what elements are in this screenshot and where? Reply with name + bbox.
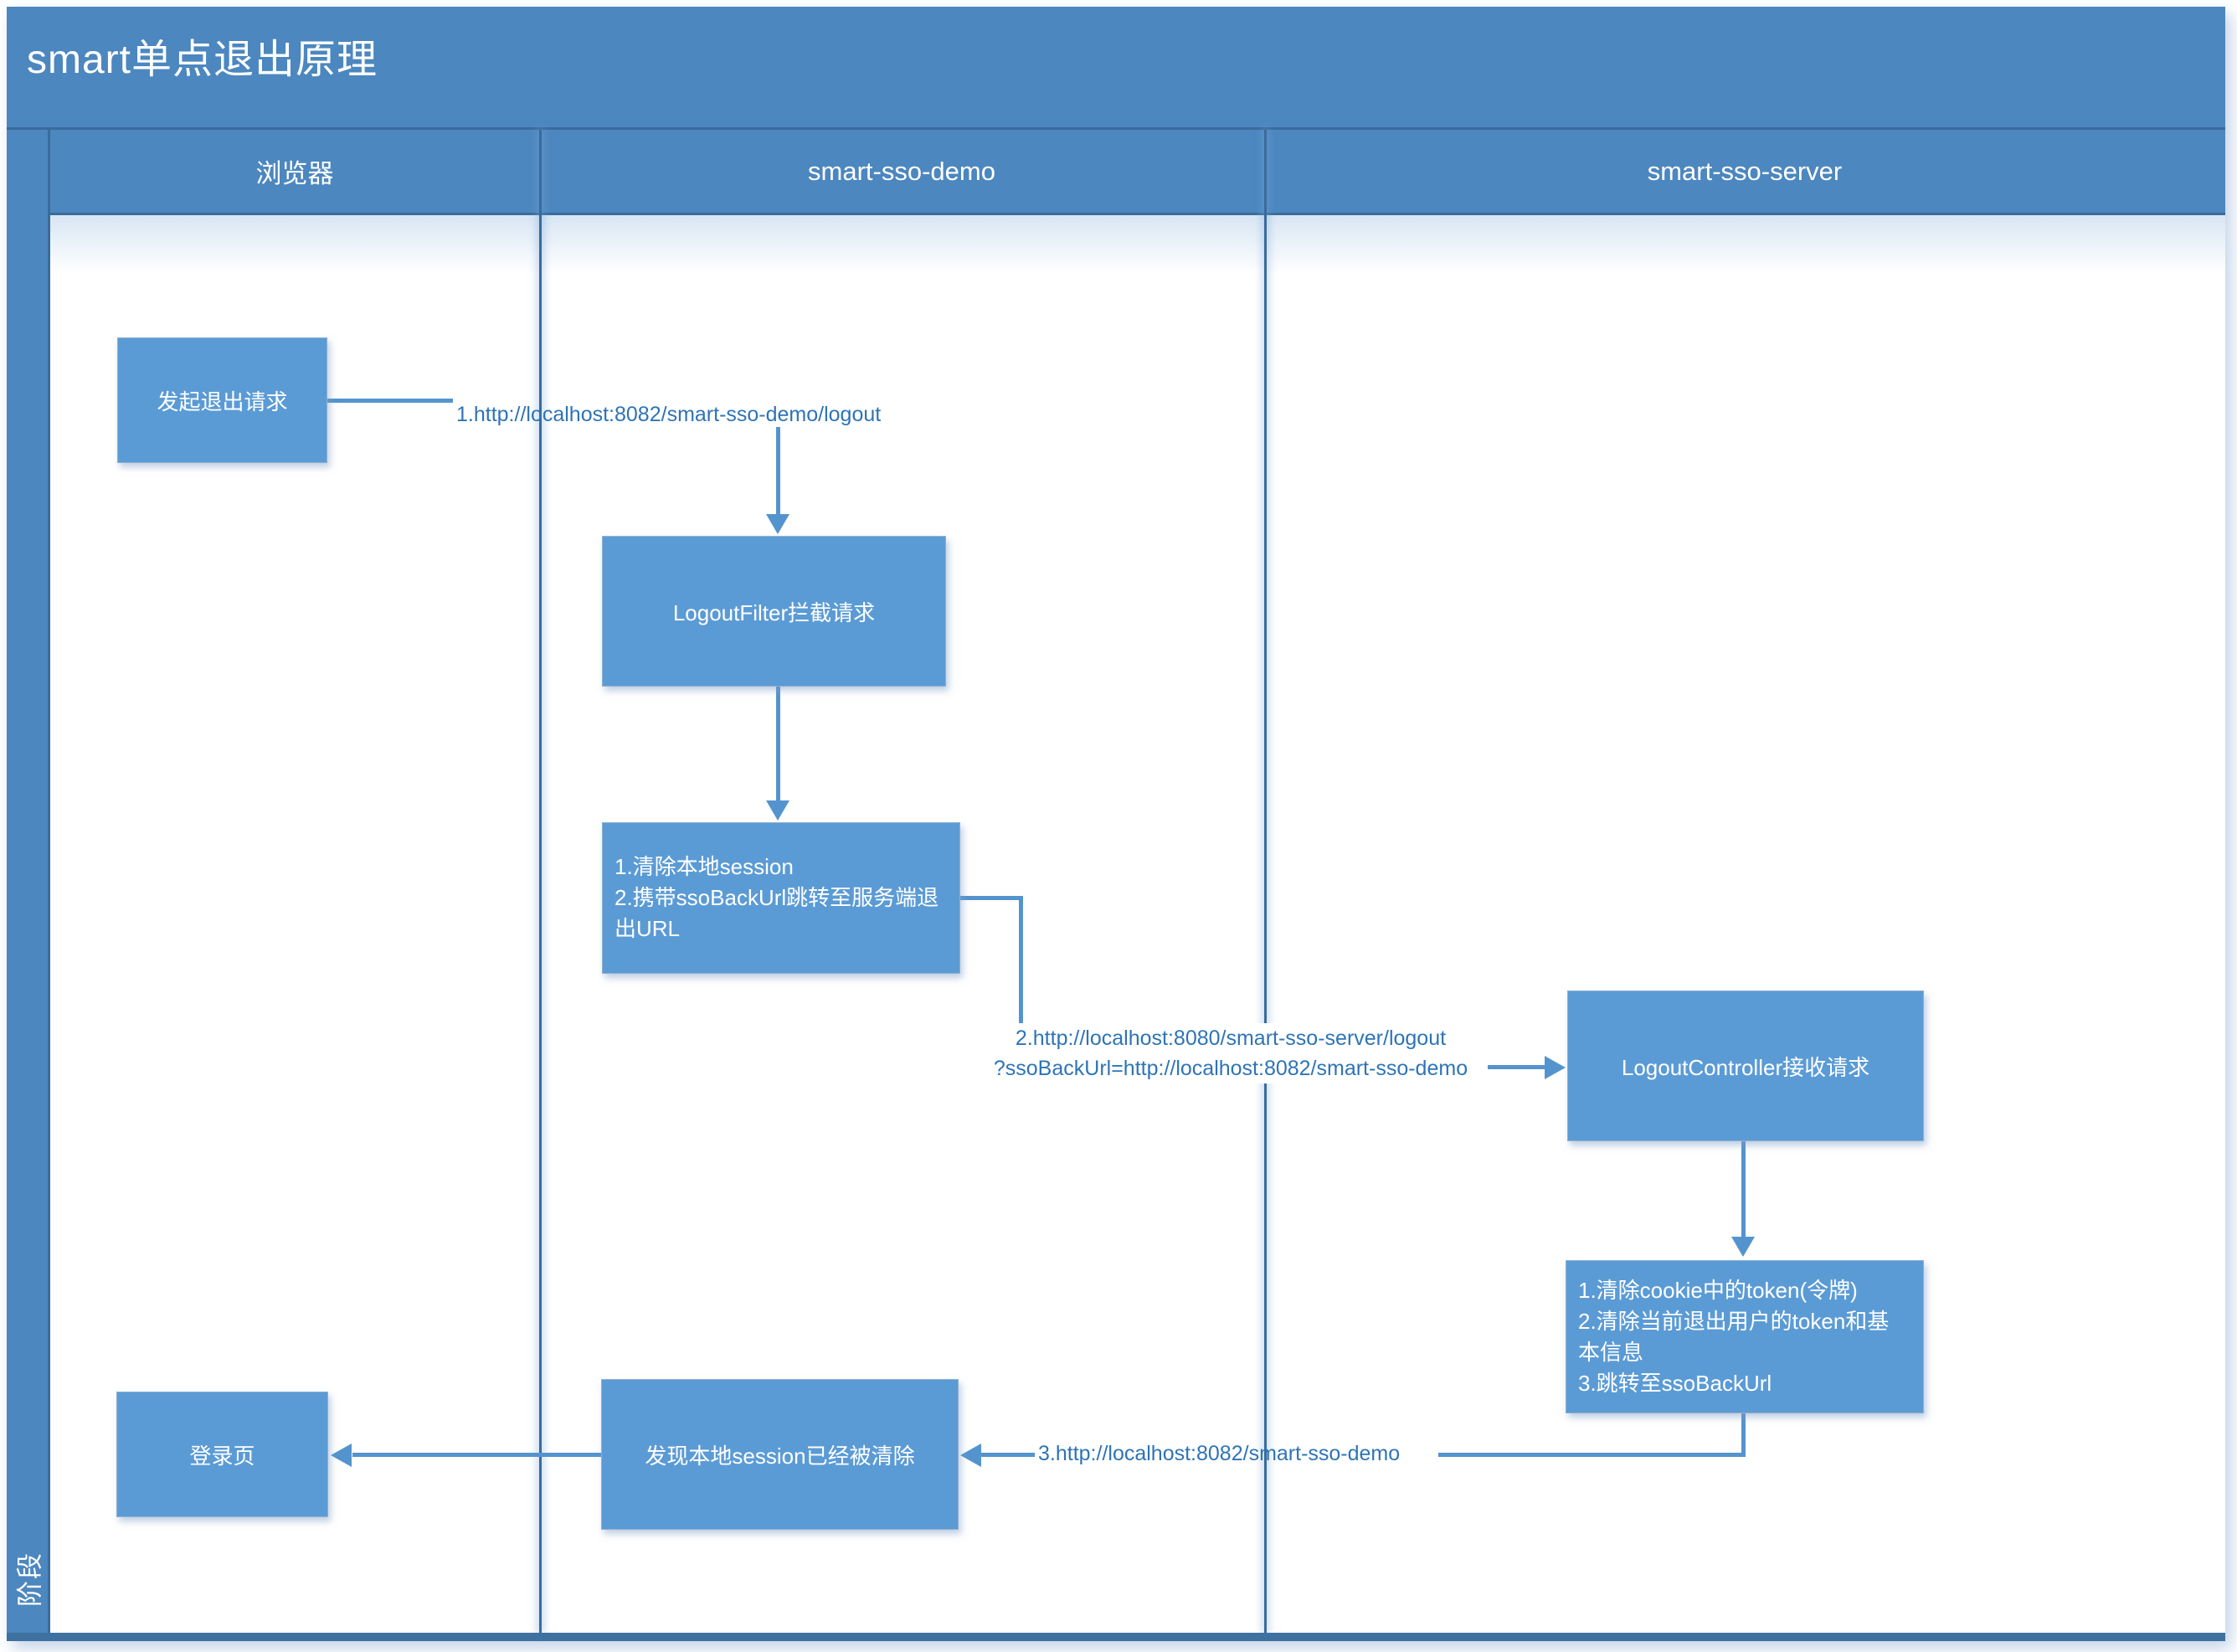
connector-step1-vline: [776, 427, 780, 514]
lane-header-demo: smart-sso-demo: [539, 130, 1264, 215]
connector-to-login-hline: [352, 1453, 601, 1457]
arrowhead-down-icon: [766, 514, 789, 534]
connector-step1-hline: [327, 399, 453, 403]
connector-step2-arrow-line: [1488, 1065, 1545, 1069]
node-logout-filter: LogoutFilter拦截请求: [602, 536, 946, 687]
connector-step3-vline: [1741, 1413, 1746, 1454]
edge-label-step3: 3.http://localhost:8082/smart-sso-demo: [1038, 1442, 1401, 1465]
lane-divider-browser-demo: [539, 130, 542, 1633]
arrowhead-left-icon: [960, 1444, 981, 1467]
connector-controller-to-token-vline: [1741, 1141, 1746, 1237]
edge-label-step1: 1.http://localhost:8082/smart-sso-demo/l…: [456, 403, 882, 426]
node-initiate-logout: 发起退出请求: [117, 337, 327, 463]
connector-step2-vline: [1019, 896, 1023, 1023]
lane-divider-demo-server: [1264, 130, 1267, 1633]
bottom-border-bar: [7, 1633, 2225, 1641]
arrowhead-left-icon: [331, 1444, 352, 1467]
node-login-page: 登录页: [116, 1392, 328, 1517]
lane-header-browser: 浏览器: [50, 130, 539, 215]
arrowhead-down-icon: [766, 800, 789, 821]
lane-header-server-label: smart-sso-server: [1647, 156, 1843, 186]
arrowhead-down-icon: [1731, 1237, 1755, 1257]
lane-header-browser-label: 浏览器: [255, 159, 334, 188]
title-bar: [7, 7, 2225, 130]
connector-step2-hline: [959, 896, 1021, 900]
node-logout-controller: LogoutController接收请求: [1567, 991, 1924, 1141]
phase-label: 阶段: [15, 1552, 45, 1607]
arrowhead-right-icon: [1545, 1056, 1566, 1079]
phase-strip: [7, 130, 50, 1633]
connector-step3-hline-left: [981, 1453, 1035, 1457]
connector-step3-hline-right: [1438, 1453, 1746, 1457]
connector-filter-to-clear-vline: [776, 687, 780, 800]
node-clear-local-session: 1.清除本地session 2.携带ssoBackUrl跳转至服务端退出URL: [602, 822, 960, 974]
edge-label-step2: 2.http://localhost:8080/smart-sso-server…: [959, 1023, 1503, 1083]
node-session-cleared: 发现本地session已经被清除: [601, 1379, 959, 1530]
diagram-title: smart单点退出原理: [27, 38, 378, 82]
lane-header-demo-label: smart-sso-demo: [808, 156, 995, 186]
node-clear-token: 1.清除cookie中的token(令牌) 2.清除当前退出用户的token和基…: [1566, 1260, 1924, 1413]
lane-header-server: smart-sso-server: [1264, 130, 2225, 215]
